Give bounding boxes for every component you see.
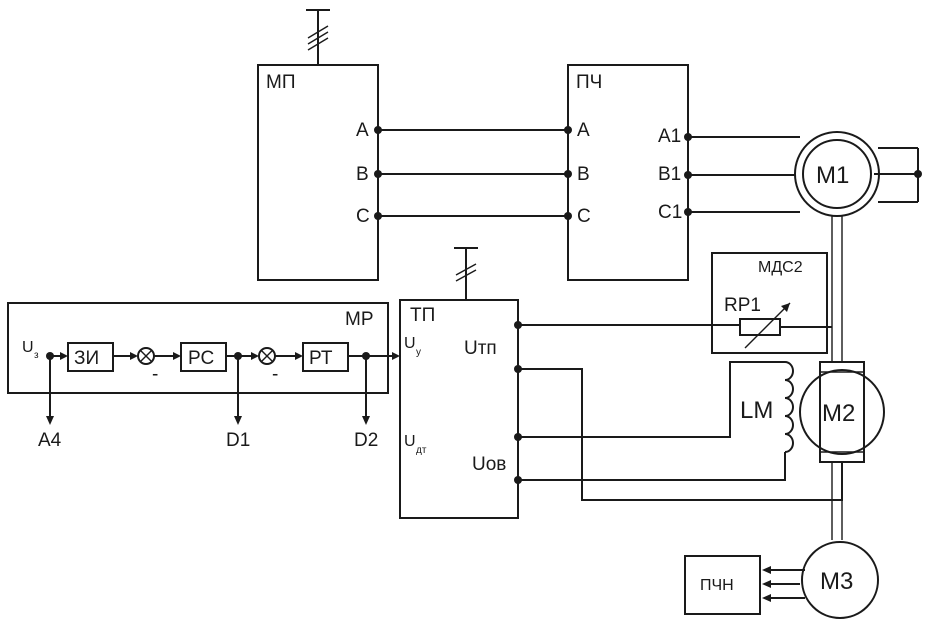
mp-label: МП	[266, 72, 295, 93]
rs-label: РС	[188, 348, 214, 369]
lm-label: LM	[740, 397, 773, 424]
pchn-m3-wires	[762, 566, 805, 602]
rt-label: РТ	[309, 348, 333, 369]
mr-uz-sub: з	[34, 350, 39, 361]
mp-port-a: A	[356, 120, 369, 141]
output-d2: D2	[354, 430, 378, 451]
pch-port-a: A	[577, 120, 590, 141]
tp-uy-sub: у	[416, 347, 421, 358]
mds2-label: МДС2	[758, 259, 803, 276]
motor-m1-label: M1	[816, 162, 849, 189]
pch-port-c1: C1	[658, 202, 682, 223]
pch-port-b: B	[577, 164, 590, 185]
lm-winding: LM	[740, 361, 794, 453]
tp-label: ТП	[410, 305, 435, 326]
motor-m2: M2	[799, 361, 885, 463]
rs-block	[180, 342, 227, 372]
control-chain: ЗИ - РС - РТ	[46, 342, 400, 385]
tp-uy-label: U	[404, 335, 416, 352]
supply-tp	[454, 247, 478, 300]
zi-label: ЗИ	[74, 348, 99, 369]
tp-block	[399, 299, 519, 519]
motor-m3-label: M3	[820, 568, 853, 595]
minus-sign-1: -	[152, 364, 158, 385]
pch-port-b1: B1	[658, 164, 681, 185]
tp-utp-label: Uтп	[464, 338, 497, 359]
pch-label: ПЧ	[576, 72, 602, 93]
mr-label: МР	[345, 309, 374, 330]
motor-m2-label: M2	[822, 400, 855, 427]
pch-port-a1: A1	[658, 126, 681, 147]
motor-m3: M3	[801, 541, 879, 619]
output-d1: D1	[226, 430, 250, 451]
pch-block	[567, 64, 689, 281]
pchn-block	[684, 555, 761, 615]
rp1-label: RP1	[724, 295, 761, 316]
supply-mp	[306, 9, 330, 65]
test-outputs: A4 D1 D2	[38, 356, 378, 451]
mp-pch-wires	[374, 126, 572, 220]
pchn-label: ПЧН	[700, 577, 734, 594]
output-a4: A4	[38, 430, 62, 451]
pch-port-c: C	[577, 206, 591, 227]
motor-shaft	[831, 216, 843, 540]
mr-uz-label: U	[22, 339, 34, 356]
tp-udt-label: U	[404, 433, 416, 450]
mp-port-c: C	[356, 206, 370, 227]
mds2-block	[711, 252, 828, 354]
mp-port-b: B	[356, 164, 369, 185]
tp-udt-sub: дт	[416, 445, 427, 456]
pch-m1-wires	[684, 133, 800, 216]
tp-uov-label: Uов	[472, 454, 506, 475]
motor-m1: M1	[794, 131, 922, 217]
minus-sign-2: -	[272, 364, 278, 385]
tp-armature-wires	[514, 321, 843, 501]
